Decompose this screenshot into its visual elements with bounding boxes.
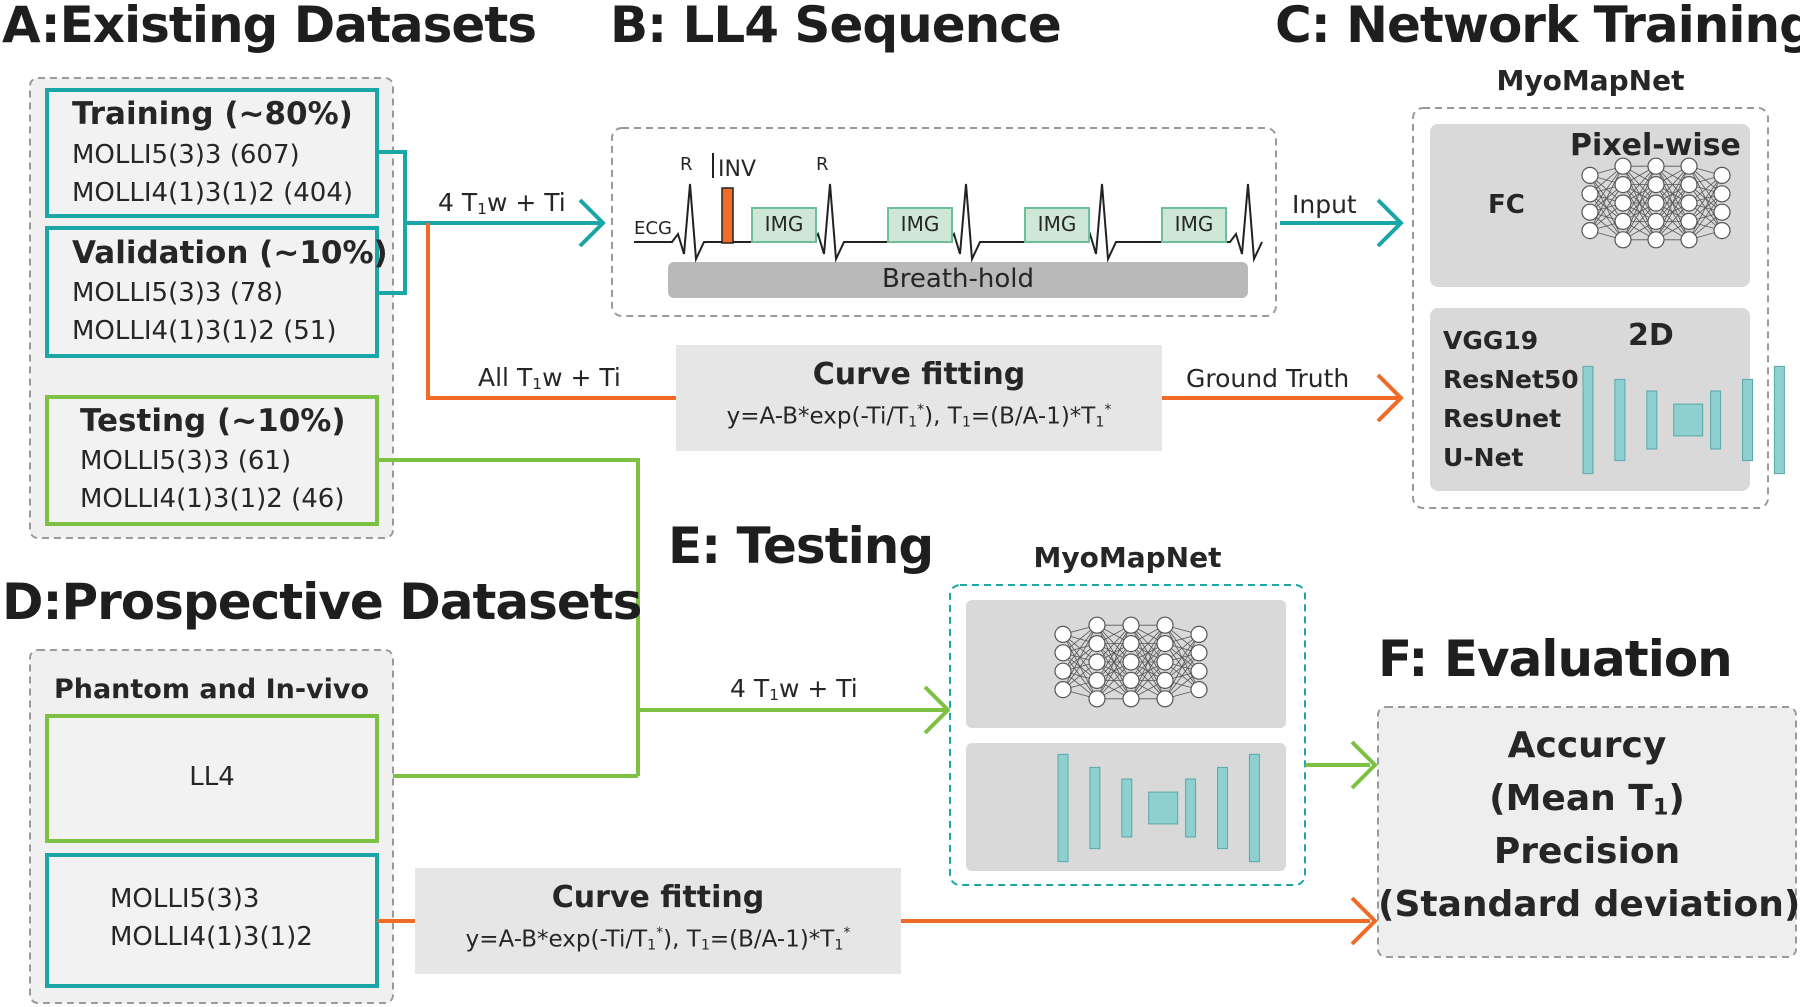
- eval-precision: Precision: [1493, 831, 1681, 872]
- flow-label-4t1w: 4 T1w + Ti: [438, 188, 566, 219]
- flow-label-ground-truth: Ground Truth: [1186, 364, 1350, 393]
- network-name-train: MyoMapNet: [1496, 64, 1685, 97]
- model-resunet: ResUnet: [1443, 404, 1562, 433]
- title-prospective-datasets: D:Prospective Datasets: [2, 573, 642, 631]
- curve-fitting-title-top: Curve fitting: [812, 357, 1026, 392]
- testing-unet-icon: [1057, 753, 1260, 863]
- ecg-label: ECG: [634, 218, 672, 239]
- model-resnet50: ResNet50: [1443, 365, 1579, 394]
- teal-arrowhead-sequence: [578, 198, 606, 248]
- training-box: [45, 88, 379, 218]
- orange-arrowhead-evaluation: [1350, 896, 1378, 946]
- prospective-molli1: MOLLI5(3)3: [110, 884, 260, 914]
- title-testing: E: Testing: [668, 517, 934, 575]
- validation-molli2: MOLLI4(1)3(1)2 (51): [72, 316, 337, 346]
- inv-label: INV: [718, 157, 756, 182]
- model-unet: U-Net: [1443, 443, 1524, 472]
- validation-box: [45, 226, 379, 358]
- img-label-3: IMG: [1037, 212, 1077, 236]
- evaluation-box: [1377, 706, 1797, 958]
- training-molli1: MOLLI5(3)3 (607): [72, 140, 300, 170]
- r-label-2: R: [816, 154, 829, 175]
- testing-molli2: MOLLI4(1)3(1)2 (46): [80, 484, 345, 514]
- ll4-box: [45, 714, 379, 843]
- img-block-3: [1024, 207, 1090, 243]
- eval-accuracy: Accurcy: [1507, 725, 1667, 766]
- img-block-1: [751, 207, 817, 243]
- img-label-1: IMG: [764, 212, 804, 236]
- pixel-wise-label: Pixel-wise: [1570, 128, 1741, 163]
- orange-arrowhead-network: [1376, 373, 1404, 423]
- green-line-testing: [377, 458, 640, 776]
- teal-arrowhead-network: [1376, 198, 1404, 248]
- flow-label-input: Input: [1292, 190, 1357, 219]
- testing-molli1: MOLLI5(3)3 (61): [80, 446, 292, 476]
- eval-std: (Standard deviation): [1378, 884, 1800, 925]
- img-label-2: IMG: [900, 212, 940, 236]
- testing-label: Testing (~10%): [80, 403, 346, 439]
- orange-line-to-curve-fitting: [426, 223, 676, 400]
- training-label: Training (~80%): [72, 96, 353, 132]
- two-d-label: 2D: [1628, 318, 1674, 353]
- ll4-label: LL4: [189, 762, 235, 792]
- ecg-trace: [634, 183, 1263, 263]
- img-block-2: [887, 207, 953, 243]
- unet-icon: [1582, 365, 1785, 475]
- title-ll4-sequence: B: LL4 Sequence: [610, 0, 1062, 54]
- breath-hold-bar: [668, 262, 1248, 298]
- flow-label-test-4t1w: 4 T1w + Ti: [730, 674, 858, 705]
- curve-fitting-formula-top: y=A-B*exp(-Ti/T1*), T1=(B/A-1)*T1*: [726, 402, 1112, 431]
- curve-fitting-box-bottom: [415, 868, 901, 974]
- validation-molli1: MOLLI5(3)3 (78): [72, 278, 284, 308]
- training-molli2: MOLLI4(1)3(1)2 (404): [72, 178, 353, 208]
- fc-label: FC: [1488, 190, 1525, 220]
- curve-fitting-title-bottom: Curve fitting: [551, 880, 765, 915]
- green-arrowhead-evaluation: [1350, 740, 1378, 790]
- prospective-molli2: MOLLI4(1)3(1)2: [110, 922, 313, 952]
- network-name-test: MyoMapNet: [1033, 541, 1222, 574]
- testing-fc-network-icon: [1054, 616, 1208, 708]
- testing-box: [45, 395, 379, 526]
- title-existing-datasets: A:Existing Datasets: [2, 0, 537, 54]
- curve-fitting-box-top: [676, 345, 1162, 451]
- phantom-invivo-label: Phantom and In-vivo: [53, 674, 370, 705]
- inversion-pulse: [721, 187, 734, 244]
- green-arrowhead-testing-net: [923, 685, 951, 735]
- title-network-training: C: Network Training: [1275, 0, 1800, 54]
- curve-fitting-formula-bottom: y=A-B*exp(-Ti/T1*), T1=(B/A-1)*T1*: [465, 925, 851, 954]
- eval-mean-t1: (Mean T1): [1489, 778, 1685, 821]
- flow-label-all-t1w: All T1w + Ti: [478, 363, 621, 394]
- model-vgg19: VGG19: [1443, 326, 1539, 355]
- img-block-4: [1161, 207, 1227, 243]
- r-label-1: R: [680, 154, 693, 175]
- breath-hold-label: Breath-hold: [881, 264, 1035, 294]
- molli-box: [45, 853, 379, 988]
- validation-label: Validation (~10%): [72, 235, 388, 271]
- title-evaluation: F: Evaluation: [1378, 630, 1733, 688]
- fc-network-icon: [1581, 157, 1731, 249]
- img-label-4: IMG: [1174, 212, 1214, 236]
